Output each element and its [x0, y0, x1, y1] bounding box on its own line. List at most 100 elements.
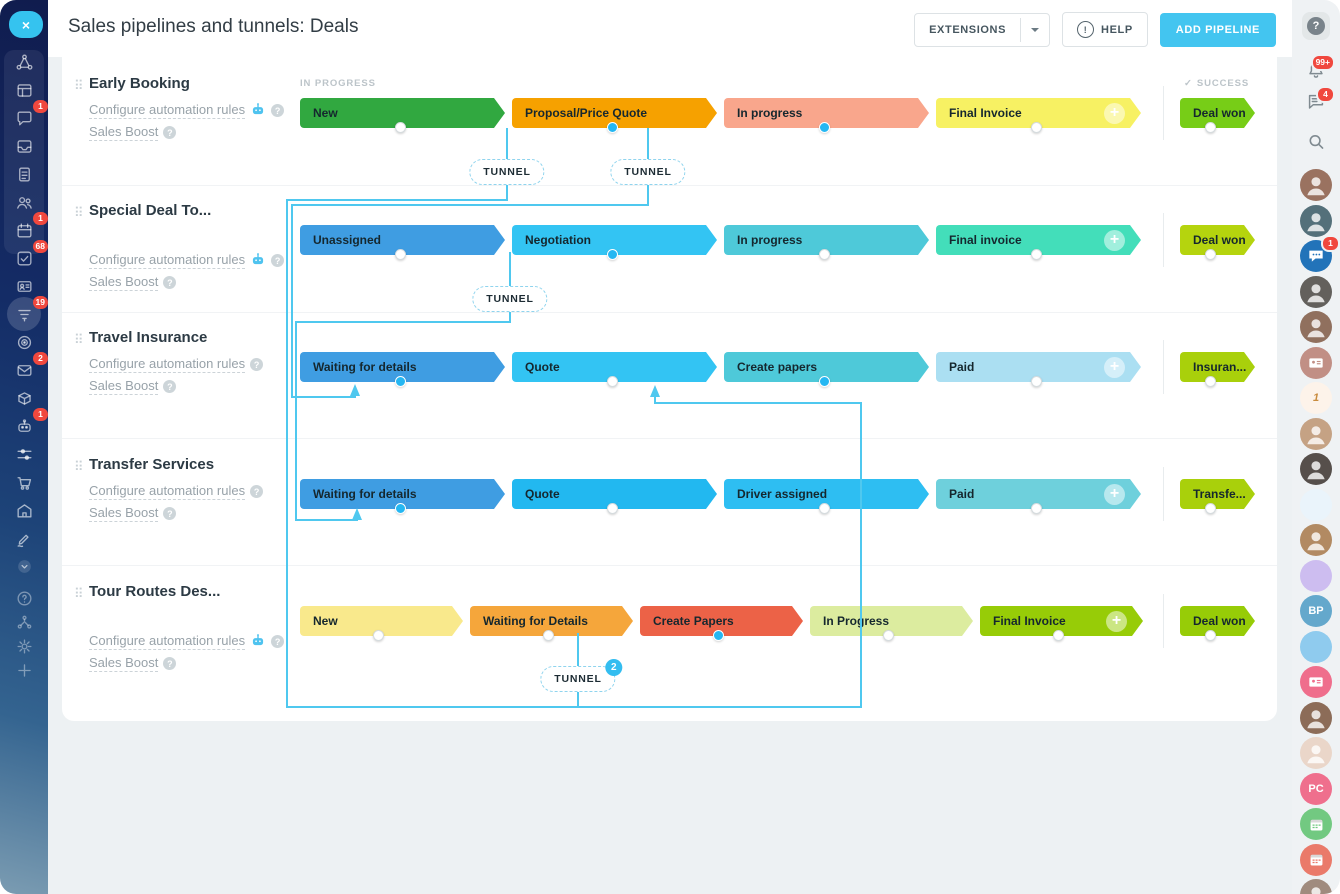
- stage-connector-dot[interactable]: [818, 503, 830, 514]
- tasks-check-icon[interactable]: 68: [7, 240, 48, 272]
- illustration[interactable]: [1300, 630, 1332, 663]
- sales-funnel-icon[interactable]: 19: [7, 296, 48, 331]
- extensions-dropdown[interactable]: [1020, 17, 1049, 42]
- question-icon[interactable]: ?: [163, 126, 177, 139]
- stage-connector-dot[interactable]: [1030, 376, 1042, 387]
- add-stage-icon[interactable]: +: [1104, 484, 1125, 505]
- add-stage-icon[interactable]: +: [1106, 611, 1127, 632]
- pipeline-title[interactable]: Special Deal To...: [89, 202, 212, 219]
- illustration[interactable]: [1300, 488, 1332, 521]
- configure-automation-link[interactable]: Configure automation rules?: [89, 356, 264, 373]
- celebration-illustration[interactable]: 1: [1300, 382, 1332, 414]
- avatar[interactable]: [1300, 737, 1332, 769]
- stage-connector-dot[interactable]: [606, 249, 618, 260]
- robot-icon[interactable]: 1: [7, 408, 48, 440]
- contact-card-icon[interactable]: [1300, 346, 1332, 379]
- tunnel-pill[interactable]: TUNNEL: [610, 159, 686, 185]
- pipeline-stage[interactable]: Paid+: [936, 352, 1141, 382]
- question-icon[interactable]: ?: [271, 635, 285, 648]
- storage-box-icon[interactable]: [7, 384, 41, 412]
- configure-automation-link[interactable]: Configure automation rules?: [89, 102, 285, 119]
- add-plus-icon[interactable]: [7, 656, 41, 684]
- question-icon[interactable]: ?: [250, 358, 264, 371]
- stage-connector-dot[interactable]: [394, 122, 406, 133]
- configure-automation-label[interactable]: Configure automation rules: [89, 356, 246, 373]
- projects-icon[interactable]: [7, 48, 41, 76]
- question-icon[interactable]: ?: [163, 380, 177, 393]
- tunnel-pill[interactable]: TUNNEL: [469, 159, 545, 185]
- extensions-button[interactable]: EXTENSIONS: [914, 12, 1051, 47]
- pipeline-stage[interactable]: Final Invoice+: [936, 98, 1141, 128]
- avatar[interactable]: [1300, 169, 1332, 201]
- sales-boost-link[interactable]: Sales Boost?: [89, 378, 177, 395]
- success-stage[interactable]: Deal won: [1180, 606, 1255, 636]
- stage-connector-dot[interactable]: [542, 630, 554, 641]
- avatar[interactable]: [1300, 524, 1332, 556]
- help-button[interactable]: ! HELP: [1062, 12, 1148, 47]
- success-stage[interactable]: Transfe...: [1180, 479, 1255, 509]
- stage-connector-dot[interactable]: [1052, 630, 1064, 641]
- pipeline-title[interactable]: Travel Insurance: [89, 329, 208, 346]
- drag-handle-icon[interactable]: ⠿: [74, 205, 84, 220]
- stage-connector-dot[interactable]: [1204, 122, 1216, 133]
- stage-connector-dot[interactable]: [1030, 122, 1042, 133]
- calendar-red-icon[interactable]: [1300, 843, 1332, 876]
- stage-connector-dot[interactable]: [606, 122, 618, 133]
- collapse-circle-icon[interactable]: [7, 552, 41, 580]
- configure-automation-link[interactable]: Configure automation rules?: [89, 483, 264, 500]
- success-stage[interactable]: Deal won: [1180, 225, 1255, 255]
- sales-boost-link[interactable]: Sales Boost?: [89, 124, 177, 141]
- stage-connector-dot[interactable]: [818, 122, 830, 133]
- success-stage[interactable]: Insuran...: [1180, 352, 1255, 382]
- notifications-bell-icon[interactable]: 99+: [1305, 54, 1335, 81]
- stage-connector-dot[interactable]: [394, 503, 406, 514]
- calendar-icon[interactable]: 1: [7, 212, 48, 244]
- documents-icon[interactable]: [7, 160, 41, 188]
- configure-automation-link[interactable]: Configure automation rules?: [89, 633, 285, 650]
- question-icon[interactable]: ?: [163, 507, 177, 520]
- close-icon[interactable]: ×: [9, 11, 43, 38]
- drag-handle-icon[interactable]: ⠿: [74, 459, 84, 474]
- question-icon[interactable]: ?: [271, 254, 285, 267]
- signature-pen-icon[interactable]: [7, 524, 41, 552]
- id-card-icon[interactable]: [7, 272, 41, 300]
- pipeline-title[interactable]: Tour Routes Des...: [89, 583, 221, 600]
- question-icon[interactable]: ?: [271, 104, 285, 117]
- inbox-icon[interactable]: [7, 132, 41, 160]
- initials-avatar[interactable]: PC: [1300, 772, 1332, 805]
- cart-icon[interactable]: [7, 468, 41, 496]
- integrations-icon[interactable]: [7, 608, 41, 636]
- overview-panel-icon[interactable]: [7, 76, 41, 104]
- add-stage-icon[interactable]: +: [1104, 357, 1125, 378]
- avatar[interactable]: [1300, 701, 1332, 734]
- tunnel-pill[interactable]: TUNNEL: [472, 286, 548, 312]
- stage-connector-dot[interactable]: [394, 249, 406, 260]
- stage-connector-dot[interactable]: [1204, 630, 1216, 641]
- illustration[interactable]: [1300, 559, 1332, 592]
- add-pipeline-button[interactable]: ADD PIPELINE: [1159, 12, 1276, 47]
- pipeline-stage[interactable]: Paid+: [936, 479, 1141, 509]
- pipeline-title[interactable]: Early Booking: [89, 75, 190, 92]
- extensions-label[interactable]: EXTENSIONS: [929, 23, 1007, 36]
- sales-boost-link[interactable]: Sales Boost?: [89, 655, 177, 672]
- configure-automation-label[interactable]: Configure automation rules: [89, 252, 246, 269]
- avatar[interactable]: [1300, 311, 1332, 343]
- drag-handle-icon[interactable]: ⠿: [74, 332, 84, 347]
- help-button[interactable]: ?: [1302, 12, 1330, 40]
- stage-connector-dot[interactable]: [712, 630, 724, 641]
- stage-connector-dot[interactable]: [818, 249, 830, 260]
- help-circle-icon[interactable]: [7, 584, 41, 612]
- initials-avatar[interactable]: BP: [1300, 595, 1332, 627]
- company-home-icon[interactable]: [7, 496, 41, 524]
- goals-target-icon[interactable]: [7, 328, 41, 356]
- sales-boost-label[interactable]: Sales Boost: [89, 505, 159, 522]
- drag-handle-icon[interactable]: ⠿: [74, 586, 84, 601]
- contact-card-icon[interactable]: [1300, 666, 1332, 698]
- settings-gear-icon[interactable]: [7, 632, 41, 660]
- question-icon[interactable]: ?: [163, 276, 177, 289]
- sales-boost-label[interactable]: Sales Boost: [89, 274, 159, 291]
- avatar[interactable]: [1300, 417, 1332, 450]
- avatar[interactable]: [1300, 275, 1332, 308]
- search-icon[interactable]: [1306, 131, 1327, 152]
